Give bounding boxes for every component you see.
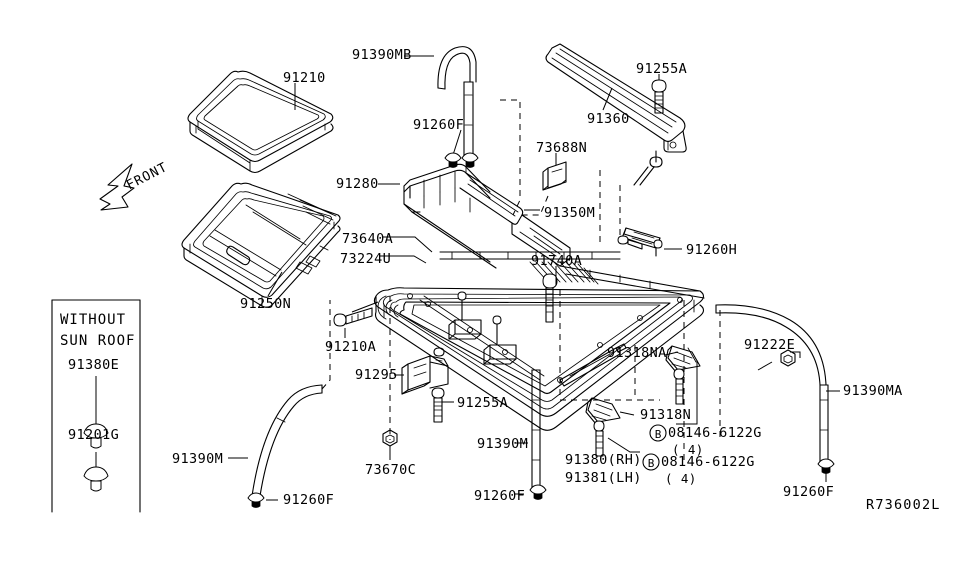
part-91295-motor bbox=[389, 296, 449, 440]
assembly-line-3 bbox=[559, 290, 660, 401]
part-91222E-drain-hose bbox=[715, 304, 827, 386]
part-91201G-plug bbox=[83, 452, 109, 492]
frame-bolt-center bbox=[542, 273, 558, 323]
part-91380E-plug bbox=[83, 376, 109, 449]
part-number-91260F-bottom-mid: 91260F bbox=[474, 488, 526, 504]
part-number-91260H: 91260H bbox=[686, 242, 738, 258]
part-91210A-screw bbox=[333, 307, 373, 338]
part-number-73640A: 73640A bbox=[342, 231, 394, 247]
part-91260H-bracket bbox=[617, 227, 682, 257]
part-91255A-bolt-lower bbox=[431, 387, 454, 423]
inset-title-line2: SUN ROOF bbox=[60, 333, 136, 349]
standard-part-number-2: 08146-6122G bbox=[661, 454, 755, 470]
without-sunroof-inset-frame bbox=[51, 299, 141, 513]
part-number-91390MB: 91390MB bbox=[352, 47, 412, 63]
part-91390M-drain-hose-left bbox=[228, 300, 331, 508]
part-number-91381-lh: 91381(LH) bbox=[565, 470, 642, 486]
part-number-91260F-top: 91260F bbox=[413, 117, 465, 133]
part-73688N-clip bbox=[520, 153, 567, 216]
part-91318NA-shield bbox=[664, 345, 701, 425]
part-number-91318N: 91318N bbox=[640, 407, 692, 423]
part-number-91210A: 91210A bbox=[325, 339, 377, 355]
frame-stud-bracket-1 bbox=[448, 291, 482, 340]
part-number-73670C: 73670C bbox=[365, 462, 417, 478]
part-number-91740A: 91740A bbox=[531, 253, 583, 269]
svg-text:B: B bbox=[655, 428, 662, 441]
part-91250N-sunshade bbox=[181, 182, 341, 308]
part-number-91360: 91360 bbox=[587, 111, 630, 127]
inset-title-line1: WITHOUT bbox=[60, 312, 127, 328]
part-number-91222E: 91222E bbox=[744, 337, 796, 353]
frame-cable-ends bbox=[559, 343, 627, 387]
part-number-91280: 91280 bbox=[336, 176, 379, 192]
part-number-91255A-upper: 91255A bbox=[636, 61, 688, 77]
part-number-91210: 91210 bbox=[283, 70, 326, 86]
part-number-91390MA: 91390MA bbox=[843, 383, 903, 399]
part-number-91390M-left: 91390M bbox=[172, 451, 224, 467]
part-main-sunroof-frame bbox=[373, 251, 705, 431]
part-number-91295: 91295 bbox=[355, 367, 398, 383]
part-number-91390M-center: 91390M bbox=[477, 436, 529, 452]
standard-part-qty-1: ( 4) bbox=[672, 442, 704, 457]
part-91390M-drain-hose-center bbox=[514, 369, 547, 500]
part-number-91201G: 91201G bbox=[68, 427, 120, 443]
leader-73640A-73224U bbox=[380, 236, 433, 264]
leader-91210A bbox=[351, 301, 379, 313]
part-number-91380-rh: 91380(RH) bbox=[565, 452, 642, 468]
standard-part-symbol-b-1: B bbox=[649, 424, 667, 442]
part-number-91255A-lower: 91255A bbox=[457, 395, 509, 411]
part-number-91380E: 91380E bbox=[68, 357, 120, 373]
part-number-91260F-bottom-left: 91260F bbox=[283, 492, 335, 508]
part-91210-glass-lid bbox=[187, 70, 334, 174]
part-73670C-nut bbox=[382, 429, 398, 460]
part-91255A-bolt-upper bbox=[651, 74, 667, 114]
part-91390MB-drain-hose bbox=[404, 46, 521, 216]
svg-text:B: B bbox=[648, 457, 655, 470]
standard-part-symbol-b-2: B bbox=[642, 453, 660, 471]
frame-stud-bracket-2 bbox=[483, 315, 517, 365]
part-91390MA-drain-hose bbox=[817, 384, 840, 482]
diagram-id-code: R736002L bbox=[866, 497, 941, 513]
part-number-91250N: 91250N bbox=[240, 296, 292, 312]
hose-clip-91222E bbox=[757, 349, 796, 371]
part-number-91318NA: 91318NA bbox=[607, 345, 667, 361]
standard-part-qty-2: ( 4) bbox=[665, 471, 697, 486]
part-91360-wind-deflector bbox=[545, 43, 687, 186]
part-91318N-shield bbox=[585, 397, 640, 457]
part-number-91260F-bottom-right: 91260F bbox=[783, 484, 835, 500]
standard-part-number-1: 08146-6122G bbox=[668, 425, 762, 441]
part-number-91350M: 91350M bbox=[544, 205, 596, 221]
part-number-73688N: 73688N bbox=[536, 140, 588, 156]
front-direction-arrow bbox=[99, 163, 135, 211]
part-number-73224U: 73224U bbox=[340, 251, 392, 267]
